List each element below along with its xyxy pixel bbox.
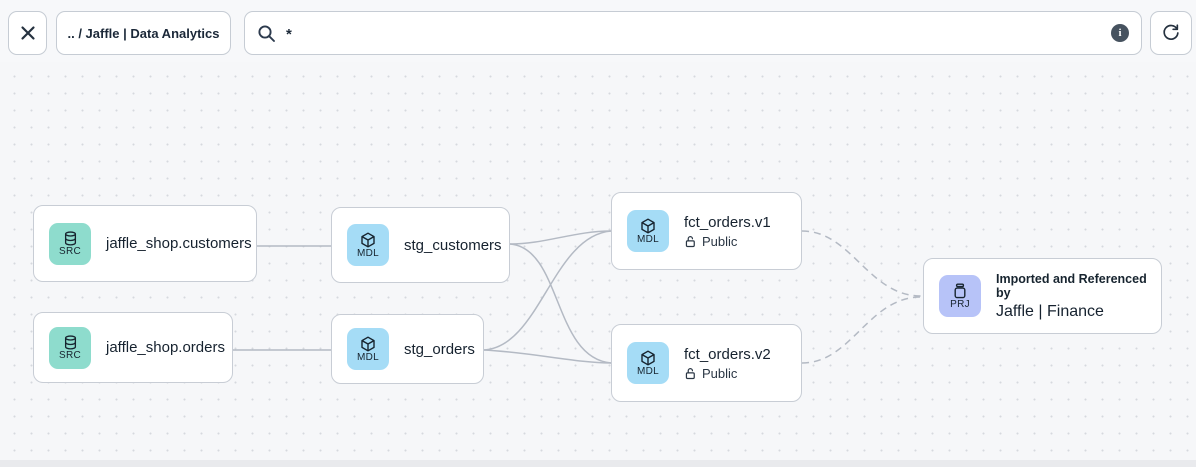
node-label: jaffle_shop.customers (106, 235, 252, 252)
breadcrumb-label: .. / Jaffle | Data Analytics (67, 25, 220, 41)
breadcrumb[interactable]: .. / Jaffle | Data Analytics (56, 11, 231, 55)
model-tile: MDL (627, 210, 669, 252)
access-label: Public (702, 365, 738, 381)
refresh-icon (1163, 24, 1179, 40)
node-label: fct_orders.v1 (684, 213, 771, 231)
node-type-badge: MDL (356, 247, 379, 259)
lock-open-icon (685, 367, 695, 379)
node-stg-orders[interactable]: MDL stg_orders (331, 314, 484, 384)
node-project-jaffle-finance[interactable]: PRJ Imported and Referenced by Jaffle | … (923, 258, 1162, 334)
node-type-badge: SRC (58, 245, 81, 257)
node-type-badge: MDL (636, 365, 659, 377)
node-label: Jaffle | Finance (996, 302, 1104, 320)
info-icon[interactable]: i (1111, 24, 1129, 42)
node-fct-orders-v1[interactable]: MDL fct_orders.v1 Public (611, 192, 802, 270)
node-label: stg_orders (404, 340, 475, 358)
source-tile: SRC (49, 222, 91, 265)
node-stg-customers[interactable]: MDL stg_customers (331, 207, 510, 283)
cube-icon (641, 350, 655, 365)
access-label: Public (702, 233, 738, 249)
node-caption: Imported and Referenced by (996, 271, 1147, 300)
close-button[interactable] (8, 11, 47, 55)
database-icon (64, 334, 76, 350)
model-tile: MDL (347, 328, 389, 370)
node-type-badge: MDL (636, 233, 659, 245)
lock-open-icon (685, 235, 695, 247)
search-icon (258, 24, 275, 42)
cube-icon (641, 218, 655, 233)
project-icon (954, 283, 966, 298)
node-label: fct_orders.v2 (684, 345, 771, 363)
node-src-customers[interactable]: SRC jaffle_shop.customers (33, 205, 257, 282)
bottom-strip (0, 460, 1196, 467)
node-type-badge: SRC (58, 349, 81, 361)
model-tile: MDL (627, 342, 669, 384)
database-icon (64, 230, 76, 246)
node-src-orders[interactable]: SRC jaffle_shop.orders (33, 312, 233, 383)
cube-icon (361, 336, 375, 351)
model-tile: MDL (347, 224, 389, 266)
project-tile: PRJ (939, 275, 981, 317)
access-row: Public (684, 234, 771, 249)
close-icon (20, 26, 35, 40)
refresh-button[interactable] (1150, 11, 1192, 55)
node-label: stg_customers (404, 236, 502, 254)
source-tile: SRC (49, 326, 91, 369)
node-type-badge: MDL (356, 351, 379, 363)
node-fct-orders-v2[interactable]: MDL fct_orders.v2 Public (611, 324, 802, 402)
node-type-badge: PRJ (950, 298, 970, 310)
access-row: Public (684, 366, 771, 381)
search-box[interactable]: i (244, 11, 1142, 55)
cube-icon (361, 232, 375, 247)
node-label: jaffle_shop.orders (106, 339, 225, 356)
search-input[interactable] (286, 23, 1101, 43)
